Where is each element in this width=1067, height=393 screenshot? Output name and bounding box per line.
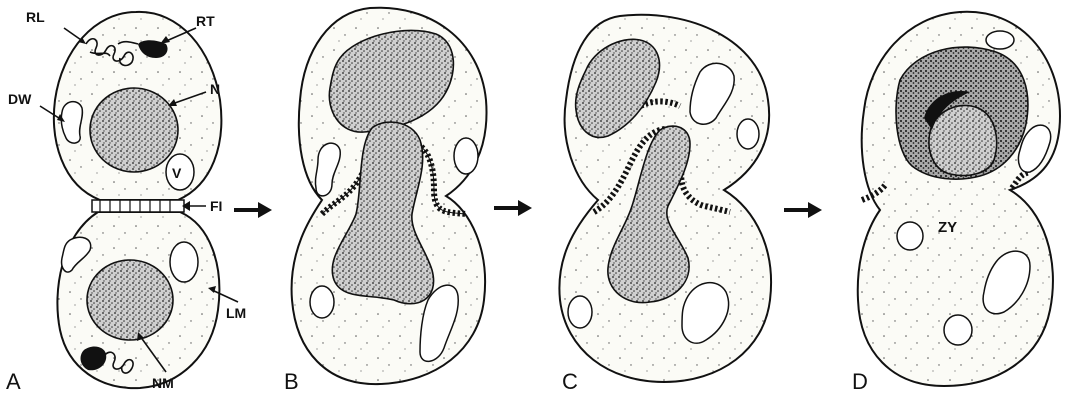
- panel-a: RL RT DW N V FI LM NM A: [6, 9, 246, 393]
- label-zy: ZY: [938, 219, 957, 236]
- label-fi: FI: [210, 198, 222, 214]
- arrow-a-to-b: [234, 202, 272, 218]
- vacuole-b2: [310, 286, 334, 318]
- vacuole-d2: [897, 222, 923, 250]
- label-nm: NM: [152, 375, 174, 391]
- label-v: V: [172, 165, 182, 181]
- panel-letter-a: A: [6, 369, 21, 393]
- nucleolus-inner-d: [929, 105, 997, 175]
- panel-c: C: [559, 15, 771, 393]
- vacuole-d1: [986, 31, 1014, 49]
- panel-letter-d: D: [852, 369, 868, 393]
- label-n: N: [210, 81, 220, 97]
- label-lm: LM: [226, 305, 246, 321]
- nucleus-lower: [87, 260, 173, 340]
- vacuole-c1: [737, 119, 759, 149]
- panel-d: ZY D: [852, 12, 1060, 393]
- vacuole-c2: [568, 296, 592, 328]
- vacuole-lower: [170, 242, 198, 282]
- vacuole-d3: [944, 315, 972, 345]
- label-rl: RL: [26, 9, 45, 25]
- panel-b: B: [284, 8, 487, 393]
- arrow-c-to-d: [784, 202, 822, 218]
- panel-letter-c: C: [562, 369, 578, 393]
- label-rt: RT: [196, 13, 215, 29]
- fusion-interface: [92, 200, 184, 212]
- arrow-b-to-c: [494, 200, 532, 216]
- nucleus-upper: [90, 88, 178, 172]
- panel-letter-b: B: [284, 369, 299, 393]
- label-dw: DW: [8, 91, 32, 107]
- vacuole-b1: [454, 138, 478, 174]
